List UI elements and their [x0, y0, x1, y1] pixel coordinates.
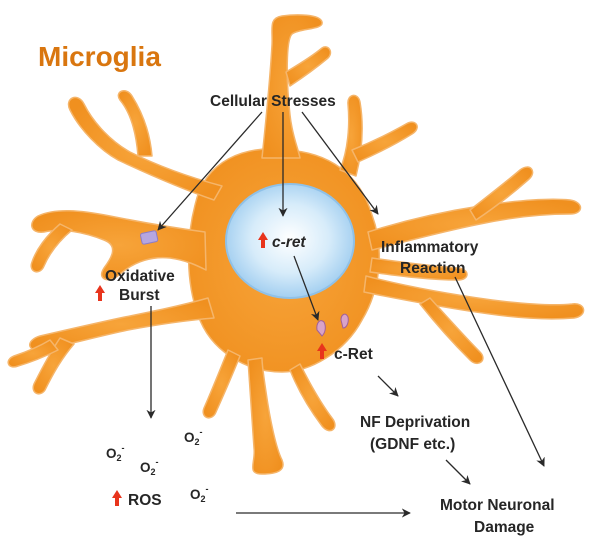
label-cellular-stresses: Cellular Stresses	[210, 93, 336, 110]
up-arrow-icon	[258, 232, 268, 248]
process-left-branch	[30, 223, 73, 273]
label-nf-deprivation: NF Deprivation	[360, 414, 470, 431]
c-ret-gene: c-ret	[258, 232, 306, 251]
process-upper-left-branch	[117, 90, 153, 157]
label-reaction: Reaction	[400, 260, 465, 277]
process-bottom	[247, 357, 284, 475]
label-ros: ROS	[128, 492, 162, 509]
up-arrow-icon	[317, 343, 327, 359]
process-lower-left-branch-b	[7, 339, 59, 368]
diagram-title: Microglia	[38, 41, 161, 72]
label-burst: Burst	[119, 287, 159, 304]
superoxide-4: O2-	[190, 484, 209, 504]
process-lower-left	[29, 297, 215, 351]
svg-text:O2-: O2-	[106, 443, 125, 463]
label-motor-neuronal: Motor Neuronal	[440, 497, 555, 514]
label-inflammatory: Inflammatory	[381, 239, 479, 256]
arrow-stress-to-inflammation	[301, 111, 379, 215]
process-right-lower-branch	[419, 297, 484, 364]
up-arrow-icon	[95, 285, 105, 301]
nucleus	[225, 183, 355, 299]
label-c-ret-protein: c-Ret	[334, 346, 373, 363]
arrow-inflammation-to-damage	[454, 276, 545, 467]
microglia-cell	[7, 14, 585, 475]
svg-text:O2-: O2-	[190, 484, 209, 504]
label-damage: Damage	[474, 519, 535, 536]
receptor-left	[140, 230, 159, 245]
process-upper-left	[67, 96, 223, 201]
ros: ROS	[112, 490, 162, 509]
process-right-mid	[369, 257, 468, 281]
superoxide-2: O2-	[184, 427, 203, 447]
process-right-upper-branch	[469, 166, 534, 221]
process-right-upper	[367, 198, 582, 251]
process-lower-left-branch-a	[32, 337, 75, 395]
arrow-cret-to-nf	[377, 375, 399, 397]
up-arrow-icon	[112, 490, 122, 506]
process-bottom-left	[202, 349, 241, 419]
process-upper-right-branch	[351, 121, 418, 163]
process-upper-right	[339, 94, 363, 177]
oxidative-burst: Burst	[95, 285, 159, 304]
arrow-nf-to-damage	[445, 459, 471, 485]
process-top-branch	[285, 46, 332, 87]
label-gdnf: (GDNF etc.)	[370, 436, 455, 453]
arrow-stress-to-receptor	[157, 111, 263, 231]
svg-text:O2-: O2-	[140, 457, 159, 477]
label-c-ret-gene: c-ret	[272, 234, 306, 251]
c-ret-protein: c-Ret	[317, 343, 373, 363]
superoxide-3: O2-	[140, 457, 159, 477]
label-oxidative: Oxidative	[105, 268, 175, 285]
process-top	[261, 14, 323, 159]
svg-text:O2-: O2-	[184, 427, 203, 447]
arrows	[146, 111, 545, 518]
process-right-lower	[363, 275, 585, 320]
arrow-cret-gene-to-protein	[293, 255, 320, 321]
c-ret-receptor	[316, 313, 349, 337]
process-bottom-right	[289, 363, 336, 432]
superoxide-1: O2-	[106, 443, 125, 463]
